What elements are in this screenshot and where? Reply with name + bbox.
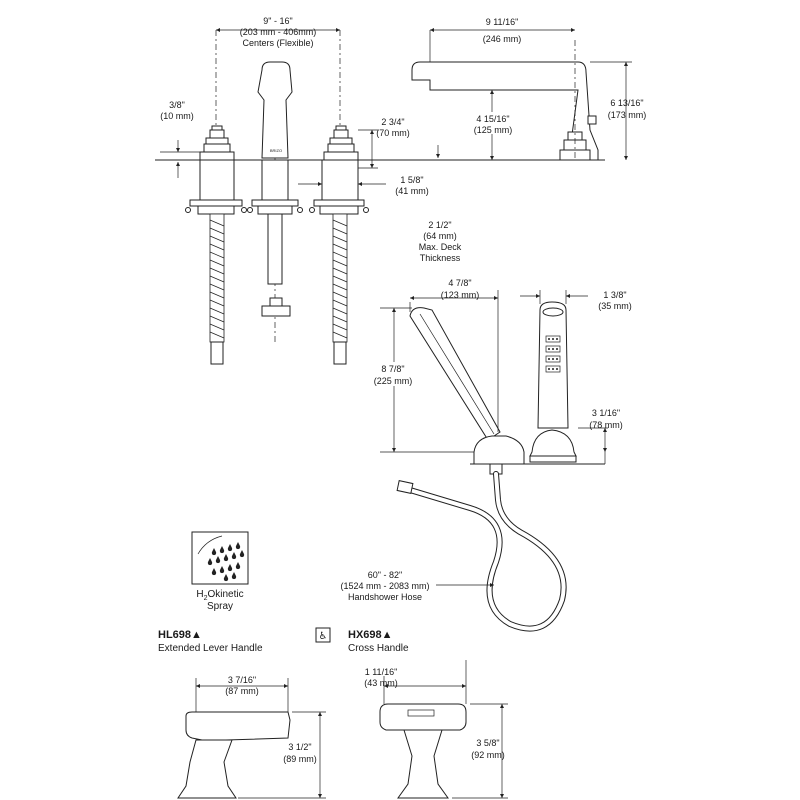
- stem-mm: (10 mm): [160, 111, 194, 121]
- spout-clearance-in: 4 15/16": [476, 114, 509, 124]
- svg-text:♿: ♿: [319, 631, 328, 642]
- centers-in: 9" - 16": [263, 16, 292, 26]
- deck-mm: (64 mm): [423, 231, 457, 241]
- lever-width-mm: (87 mm): [225, 686, 259, 696]
- spray-nozzles: [545, 335, 561, 373]
- supply-line-right: [332, 213, 348, 365]
- spout-clearance-mm: (125 mm): [474, 125, 513, 135]
- cross-width-mm: (43 mm): [364, 678, 398, 688]
- hose-note: Handshower Hose: [348, 592, 422, 602]
- h2okinetic-label: H2Okinetic: [196, 589, 243, 602]
- valve-width-mm: (41 mm): [395, 186, 429, 196]
- cross-handle-drawing: 1 11/16" (43 mm) 3 5/8" (92 mm): [364, 660, 508, 799]
- deck-note-2: Thickness: [420, 253, 461, 263]
- spout-shank: [261, 159, 289, 201]
- cross-base: [397, 729, 449, 799]
- hs-width-mm: (35 mm): [598, 301, 632, 311]
- left-valve-top: [199, 125, 235, 161]
- stem-in: 3/8": [169, 100, 185, 110]
- handshower-wand-tilted: [409, 307, 501, 441]
- spray-label: Spray: [207, 601, 233, 612]
- centers-mm: (203 mm - 406mm): [240, 27, 317, 37]
- lever-name: Extended Lever Handle: [158, 643, 263, 654]
- spout-body: [257, 61, 293, 159]
- right-valve-top: [323, 125, 359, 161]
- deck-note-1: Max. Deck: [419, 242, 462, 252]
- lever-code: HL698▲: [158, 629, 202, 641]
- valve-assembly-view: 9" - 16" (203 mm - 406mm) Centers (Flexi…: [155, 16, 605, 365]
- supply-line-left: [209, 213, 225, 365]
- lever-width-in: 3 7/16": [228, 675, 256, 685]
- handshower-view: 4 7/8" (123 mm) 1 3/8" (35 mm) 8 7/8" (2…: [340, 278, 632, 632]
- handshower-wand-front: [537, 301, 569, 429]
- cross-code: HX698▲: [348, 629, 393, 641]
- valve-height-mm: (70 mm): [376, 128, 410, 138]
- handshower-hose: [396, 471, 567, 632]
- spout-reach-in: 9 11/16": [486, 17, 519, 27]
- cross-name: Cross Handle: [348, 643, 409, 654]
- ada-icon: ♿: [315, 627, 331, 643]
- handshower-holder-base: [473, 435, 525, 465]
- brand-mark: BRIZO: [270, 148, 282, 153]
- spout-height-in: 6 13/16": [610, 98, 643, 108]
- spout-height-mm: (173 mm): [608, 110, 647, 120]
- cross-height-in: 3 5/8": [476, 738, 499, 748]
- spout-side-view: 9 11/16" (246 mm) 4 15/16" (125 mm) 6 13…: [411, 17, 647, 161]
- hs-offset-mm: (123 mm): [441, 290, 480, 300]
- hose-length-mm: (1524 mm - 2083 mm): [340, 581, 429, 591]
- spout-tube: [267, 213, 283, 285]
- lever-arm: [185, 711, 291, 743]
- lever-height-in: 3 1/2": [288, 742, 311, 752]
- handshower-holder-front: [529, 429, 577, 457]
- hs-base-in: 3 1/16": [592, 408, 620, 418]
- lever-height-mm: (89 mm): [283, 754, 317, 764]
- left-valve-body: [199, 159, 235, 201]
- spout-reach-mm: (246 mm): [483, 34, 522, 44]
- hs-width-in: 1 3/8": [603, 290, 626, 300]
- right-valve-body: [321, 159, 359, 201]
- valve-height-in: 2 3/4": [381, 117, 404, 127]
- lever-base: [177, 739, 237, 799]
- hs-offset-in: 4 7/8": [448, 278, 471, 288]
- h2okinetic-badge: H2Okinetic Spray: [191, 531, 249, 612]
- cross-bar: [379, 703, 467, 731]
- lever-handle-drawing: 3 7/16" (87 mm) 3 1/2" (89 mm): [177, 675, 326, 799]
- cross-width-in: 1 11/16": [365, 667, 398, 677]
- hs-height-mm: (225 mm): [374, 376, 413, 386]
- deck-in: 2 1/2": [428, 220, 451, 230]
- hs-height-in: 8 7/8": [381, 364, 404, 374]
- centers-note: Centers (Flexible): [242, 38, 313, 48]
- hs-base-mm: (78 mm): [589, 420, 623, 430]
- spray-icon: [191, 531, 249, 585]
- tee-connector: [261, 297, 291, 317]
- cross-height-mm: (92 mm): [471, 750, 505, 760]
- hose-length-in: 60" - 82": [368, 570, 402, 580]
- valve-width-in: 1 5/8": [400, 175, 423, 185]
